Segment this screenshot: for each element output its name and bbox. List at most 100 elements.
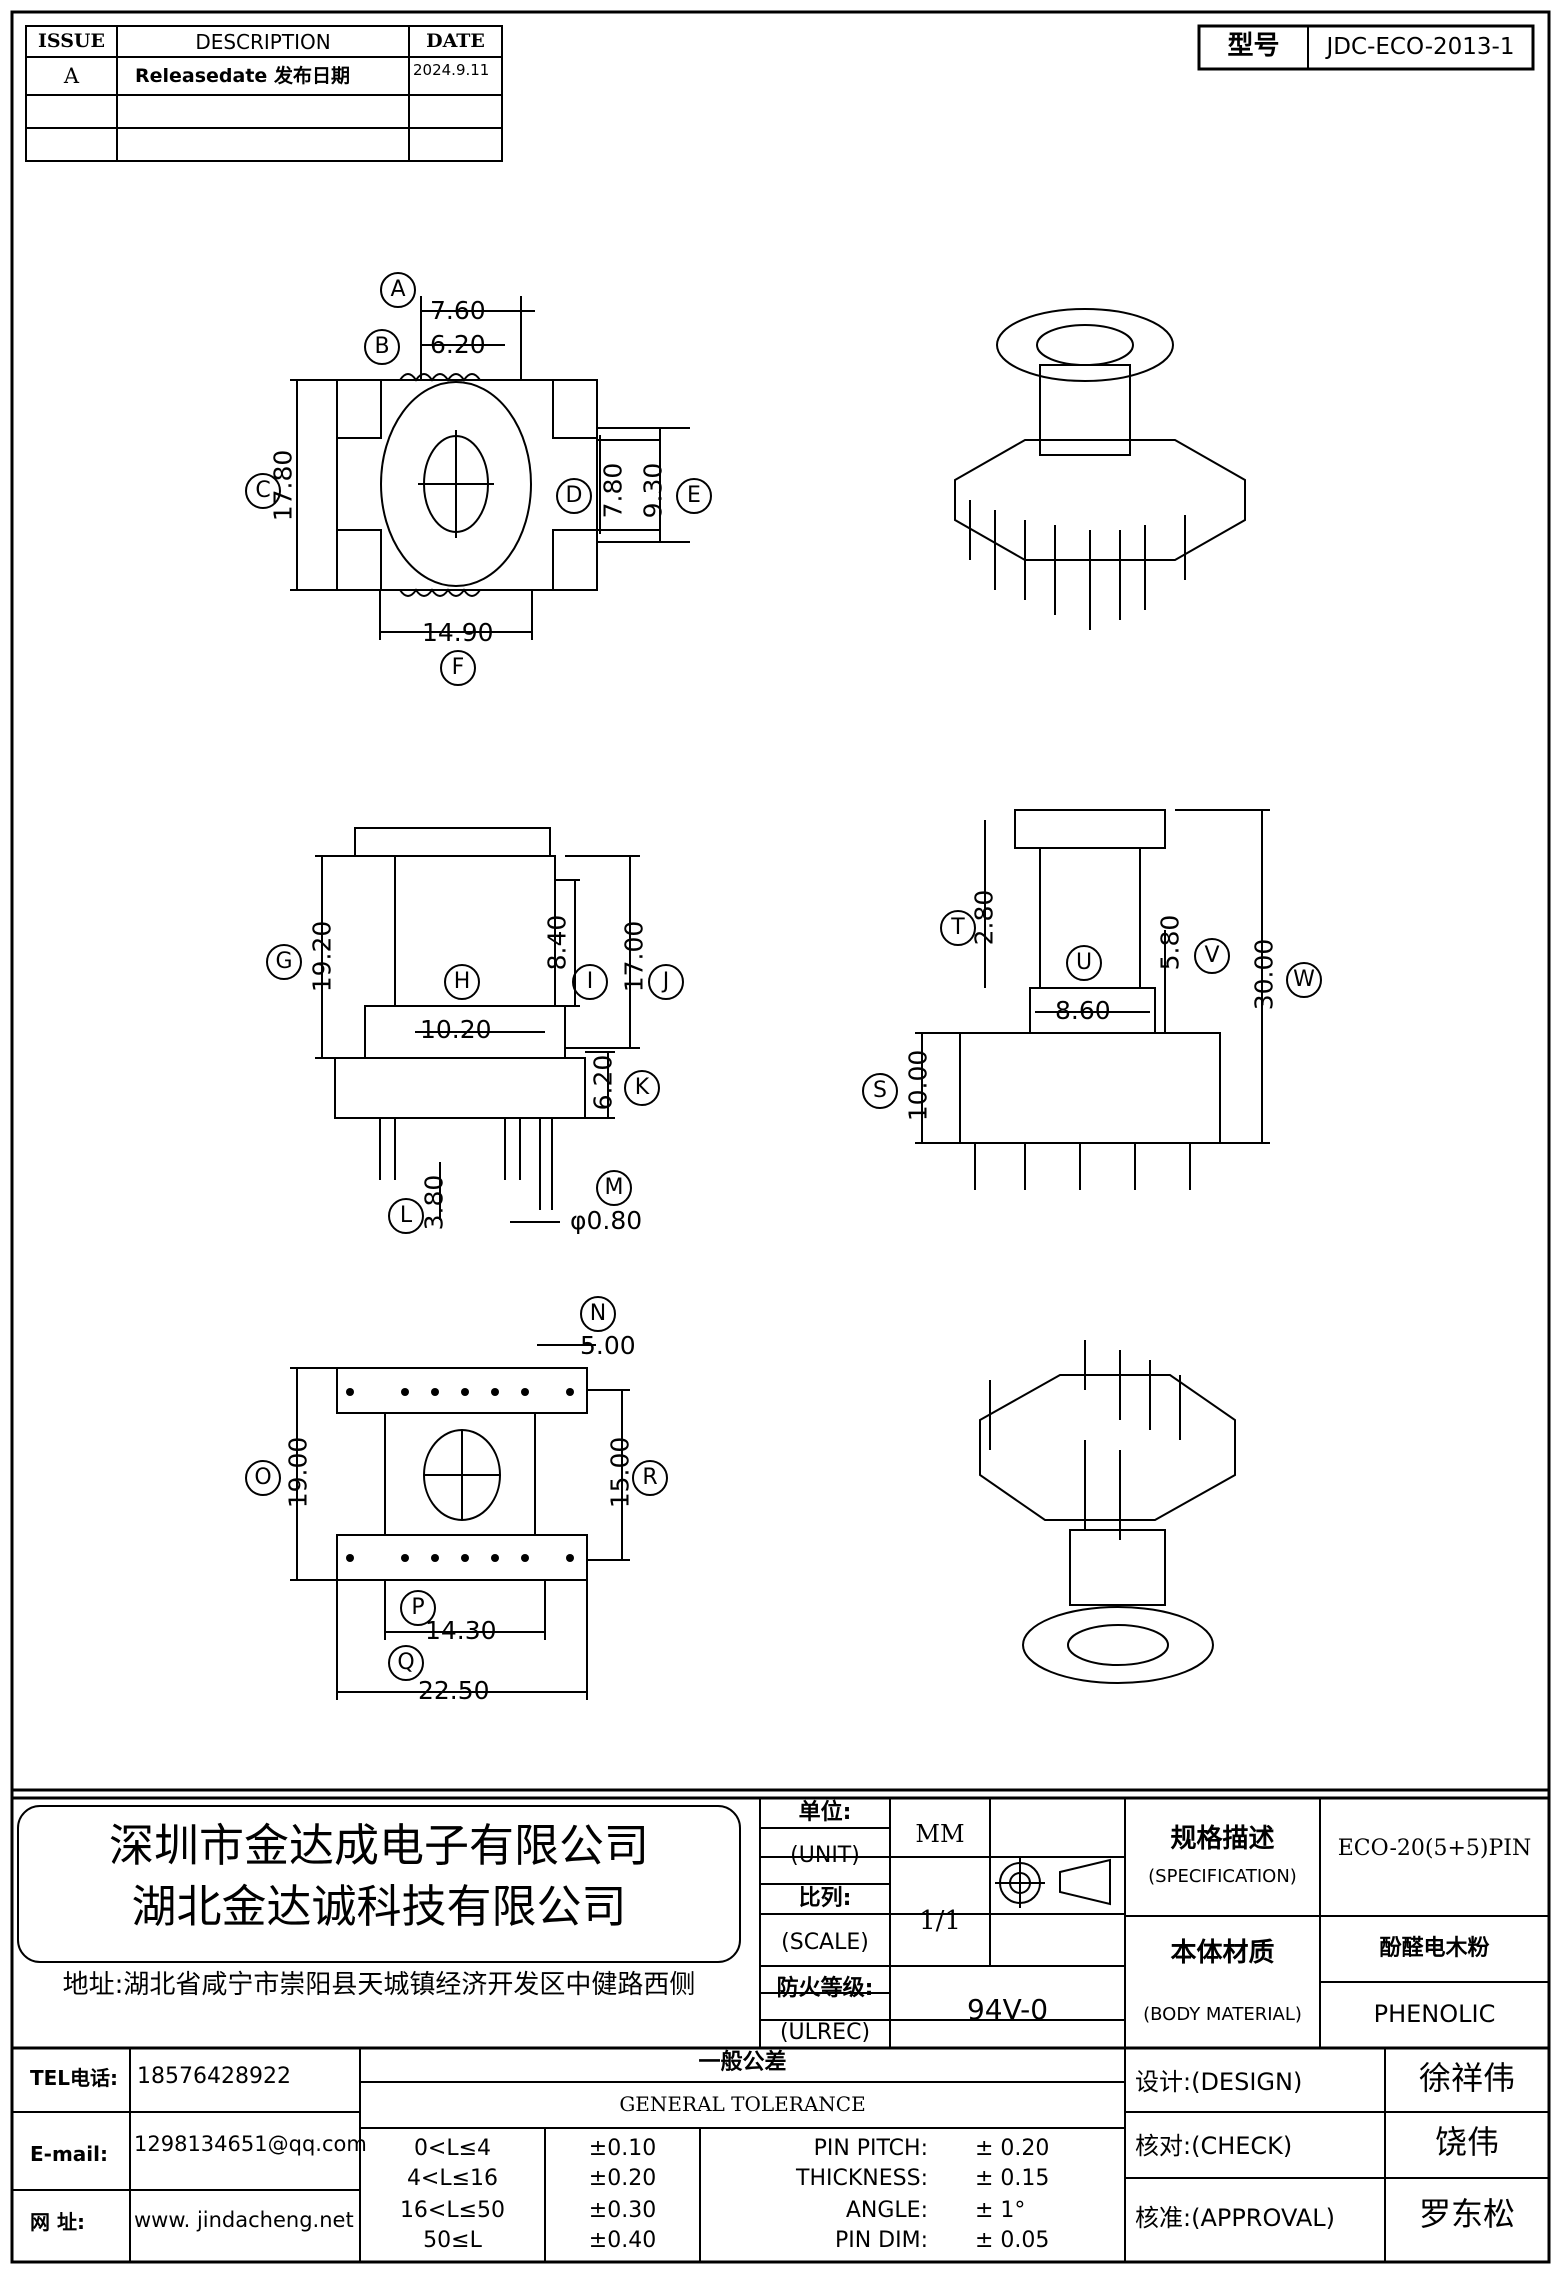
label-circle-q: Q (388, 1645, 424, 1681)
material-label-cn: 本体材质 (1170, 1938, 1275, 1968)
spec-label-en: (SPECIFICATION) (1148, 1866, 1297, 1887)
dim-5-00: 5.00 (580, 1331, 636, 1360)
dim-10-00: 10.00 (903, 1049, 933, 1122)
dim-14-30: 14.30 (425, 1616, 497, 1645)
scale-label-en: (SCALE) (781, 1930, 869, 1955)
tol-range-1: 0<L≤4 (413, 2136, 492, 2161)
dim-6-20: 6.20 (430, 330, 486, 359)
side-view (915, 809, 1270, 1190)
label-circle-b: B (364, 329, 400, 365)
dim-7-80: 7.80 (598, 462, 628, 519)
dim-8-40: 8.40 (542, 914, 572, 971)
label-circle-w: W (1286, 962, 1322, 998)
tol-item-pin-dim-value: ± 0.05 (975, 2228, 1050, 2253)
tol-value-2: ±0.20 (588, 2166, 657, 2191)
iso-view-bottom (979, 1340, 1236, 1684)
dim-10-20: 10.20 (420, 1015, 492, 1044)
ulrec-label-en: (ULREC) (779, 2020, 871, 2045)
company-name-2: 湖北金达诚科技有限公司 (131, 1880, 627, 1933)
tol-value-4: ±0.40 (588, 2228, 657, 2253)
rev-row-description: Releasedate 发布日期 (135, 65, 350, 87)
label-circle-o: O (245, 1460, 281, 1496)
title-block (10, 1796, 1551, 2050)
web-value[interactable]: www. jindacheng.net (134, 2208, 354, 2232)
dim-15-00: 15.00 (605, 1436, 635, 1509)
dim-3-80: 3.80 (419, 1174, 449, 1231)
unit-label-en: (UNIT) (790, 1843, 860, 1868)
tolerance-title-cn: 一般公差 (698, 2050, 787, 2075)
label-circle-l: L (388, 1198, 424, 1234)
scale-value: 1/1 (919, 1906, 961, 1936)
ulrec-label-cn: 防火等级: (776, 1976, 874, 2001)
tol-value-3: ±0.30 (588, 2198, 657, 2223)
label-circle-g: G (266, 944, 302, 980)
tolerance-title-en: GENERAL TOLERANCE (619, 2092, 866, 2116)
dim-phi-0-80: φ0.80 (570, 1206, 643, 1235)
approval-label: 核准:(APPROVAL) (1135, 2204, 1335, 2232)
label-circle-i: I (572, 964, 608, 1000)
dim-6-20-front: 6.20 (588, 1054, 618, 1111)
tol-item-thickness: THICKNESS: (796, 2166, 928, 2191)
unit-label-cn: 单位: (798, 1800, 852, 1825)
label-circle-v: V (1194, 938, 1230, 974)
tol-item-pin-pitch: PIN PITCH: (813, 2136, 928, 2161)
rev-row-issue: A (63, 64, 80, 88)
design-label: 设计:(DESIGN) (1135, 2068, 1303, 2096)
email-value[interactable]: 1298134651@qq.com (134, 2132, 367, 2156)
spec-value: ECO-20(5+5)PIN (1337, 1836, 1532, 1861)
dim-8-60: 8.60 (1055, 996, 1111, 1025)
scale-label-cn: 比列: (798, 1886, 852, 1911)
check-label: 核对:(CHECK) (1135, 2132, 1293, 2160)
model-label: 型号 (1227, 31, 1280, 61)
label-circle-a: A (380, 272, 416, 308)
tol-value-1: ±0.10 (588, 2136, 657, 2161)
tel-label: TEL电话: (30, 2066, 119, 2090)
label-circle-c: C (245, 473, 281, 509)
label-circle-n: N (580, 1296, 616, 1332)
tol-item-pin-dim: PIN DIM: (834, 2228, 928, 2253)
dim-19-20: 19.20 (307, 920, 337, 993)
dim-7-60: 7.60 (430, 296, 486, 325)
tol-item-thickness-value: ± 0.15 (975, 2166, 1050, 2191)
tol-range-4: 50≤L (423, 2228, 482, 2253)
tol-item-angle-value: ± 1° (975, 2198, 1026, 2223)
rev-row-date: 2024.9.11 (413, 61, 490, 79)
tol-range-3: 16<L≤50 (399, 2198, 506, 2223)
check-name: 饶伟 (1434, 2123, 1499, 2161)
label-circle-k: K (624, 1070, 660, 1106)
label-circle-p: P (400, 1590, 436, 1626)
company-address: 地址:湖北省咸宁市崇阳县天城镇经济开发区中健路西侧 (62, 1970, 696, 2000)
dim-17-00: 17.00 (619, 920, 649, 993)
info-table (10, 2046, 1551, 2264)
label-circle-e: E (676, 478, 712, 514)
web-label: 网 址: (30, 2210, 85, 2234)
dim-22-50: 22.50 (418, 1676, 490, 1705)
rev-header-date: DATE (426, 30, 485, 52)
material-value-cn: 酚醛电木粉 (1379, 1936, 1490, 1961)
bottom-pin-dots (346, 1388, 574, 1562)
ulrec-value: 94V-0 (966, 1993, 1049, 2026)
label-circle-j: J (648, 964, 684, 1000)
top-view (290, 296, 690, 640)
design-name: 徐祥伟 (1418, 2059, 1515, 2097)
material-label-en: (BODY MATERIAL) (1143, 2004, 1302, 2025)
label-circle-s: S (862, 1073, 898, 1109)
material-value-en: PHENOLIC (1373, 2000, 1496, 2028)
label-circle-d: D (556, 478, 592, 514)
email-label: E-mail: (30, 2142, 109, 2166)
dim-17-80: 17.80 (268, 449, 298, 522)
label-circle-h: H (444, 964, 480, 1000)
front-view (315, 827, 640, 1223)
label-circle-m: M (596, 1170, 632, 1206)
tol-item-pin-pitch-value: ± 0.20 (975, 2136, 1050, 2161)
dim-5-80: 5.80 (1155, 914, 1185, 971)
tel-value: 18576428922 (137, 2064, 291, 2089)
rev-header-description: DESCRIPTION (195, 30, 331, 54)
label-circle-u: U (1066, 945, 1102, 981)
approval-name: 罗东松 (1418, 2195, 1515, 2233)
model-value: JDC-ECO-2013-1 (1326, 34, 1515, 60)
dim-19-00: 19.00 (283, 1436, 313, 1509)
dim-2-80: 2.80 (969, 889, 999, 946)
rev-header-issue: ISSUE (38, 30, 105, 52)
